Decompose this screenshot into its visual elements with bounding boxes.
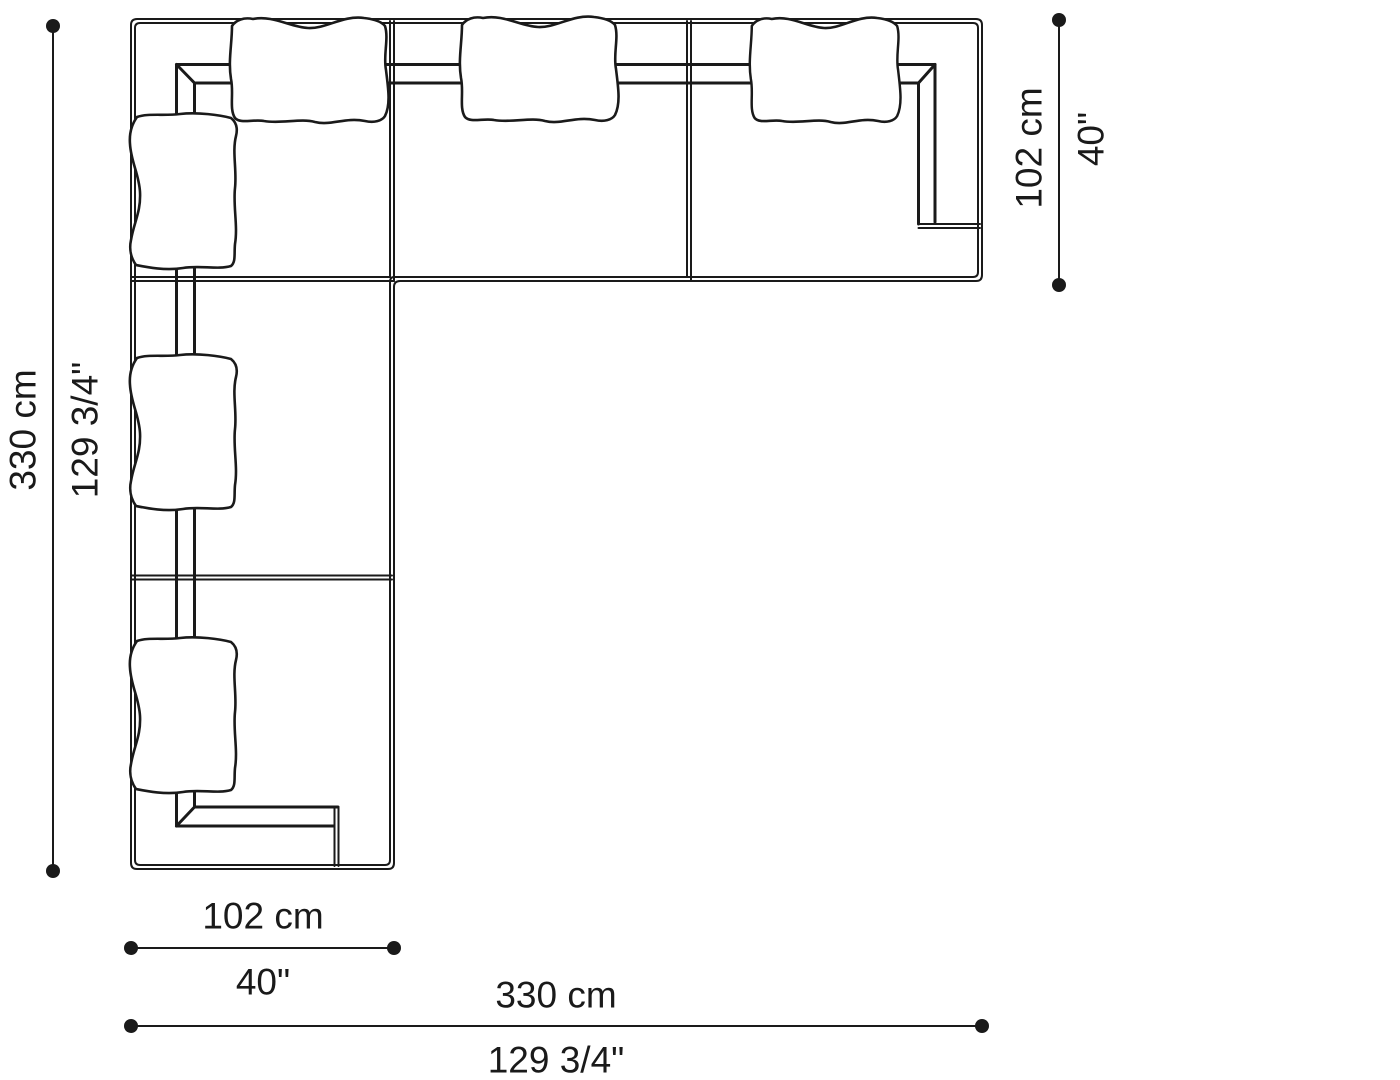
back-pillow-left-3: [128, 636, 239, 795]
dimension-bottom-module: 102 cm 40": [124, 896, 401, 1003]
dimension-endpoint-dot: [387, 941, 401, 955]
back-pillow-top-2: [458, 15, 620, 124]
dimension-endpoint-dot: [46, 864, 60, 878]
dimension-label-imperial: 40": [236, 962, 290, 1003]
corner-miter-top-left: [175, 63, 196, 85]
dimension-endpoint-dot: [46, 19, 60, 33]
sofa-inner-contour: [134, 22, 979, 866]
corner-miter-bottom-left: [175, 805, 196, 828]
back-pillows: [128, 15, 902, 795]
back-pillow-left-2: [128, 353, 239, 512]
corner-miter-top-right: [917, 63, 937, 85]
dimension-endpoint-dot: [124, 941, 138, 955]
dimension-label-imperial: 129 3/4": [488, 1040, 625, 1080]
dimension-label-metric: 330 cm: [3, 369, 44, 490]
sofa-outer-contour: [130, 18, 983, 870]
dimension-label-imperial: 129 3/4": [65, 362, 106, 499]
dimension-label-metric: 102 cm: [202, 896, 323, 937]
backrest-and-arms: [175, 63, 981, 867]
dimension-label-metric: 330 cm: [495, 975, 616, 1016]
dimension-right-depth: 102 cm 40": [1009, 13, 1112, 292]
dimension-endpoint-dot: [1052, 278, 1066, 292]
dimension-bottom-overall: 330 cm 129 3/4": [124, 975, 989, 1080]
sofa-outline: [130, 18, 983, 870]
dimension-endpoint-dot: [1052, 13, 1066, 27]
back-pillow-top-3: [748, 16, 902, 125]
dimension-label-metric: 102 cm: [1009, 87, 1050, 208]
back-pillow-top-1: [228, 16, 390, 125]
dimension-left-overall: 330 cm 129 3/4": [3, 19, 106, 878]
dimension-label-imperial: 40": [1071, 112, 1112, 166]
dimension-endpoint-dot: [124, 1019, 138, 1033]
back-pillow-left-1: [128, 112, 239, 271]
dimension-endpoint-dot: [975, 1019, 989, 1033]
